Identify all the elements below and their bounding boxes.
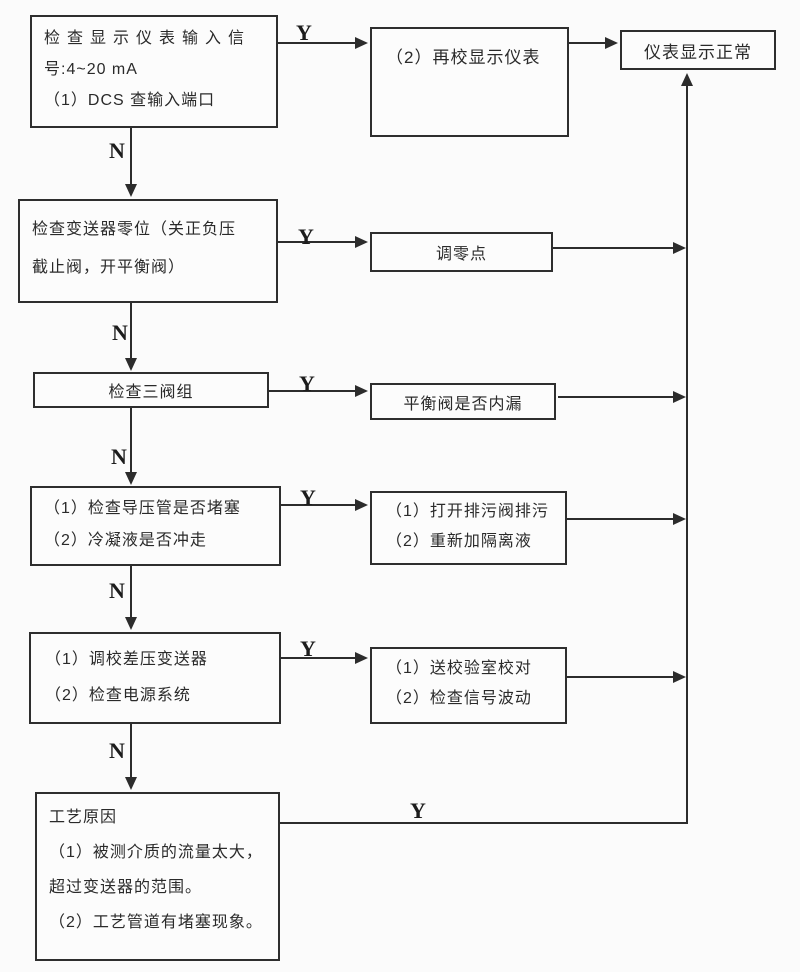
- node-text: 超过变送器的范围。: [49, 879, 203, 896]
- node-text: 仪表显示正常: [644, 42, 752, 62]
- label-no-5: N: [109, 738, 125, 763]
- node-text: （1）DCS 查输入端口: [44, 92, 216, 109]
- node-check-three-valve-manifold: 检查三阀组: [33, 372, 269, 408]
- label-yes-4: Y: [300, 485, 316, 510]
- label-no-4: N: [109, 578, 125, 603]
- node-text: 检查变送器零位（关正负压: [32, 221, 237, 238]
- node-text: （2）检查电源系统: [45, 687, 191, 704]
- label-yes-1: Y: [296, 20, 312, 45]
- label-yes-2: Y: [298, 224, 314, 249]
- node-text: （1）被测介质的流量太大，: [49, 844, 263, 861]
- node-text: （2）冷凝液是否冲走: [44, 532, 207, 549]
- node-text: （2）重新加隔离液: [386, 533, 532, 550]
- label-yes-3: Y: [299, 371, 315, 396]
- node-text: 调零点: [435, 246, 487, 263]
- node-text: （1）检查导压管是否堵塞: [44, 500, 241, 517]
- node-recalibrate-display: （2）再校显示仪表: [370, 27, 569, 137]
- label-no-1: N: [109, 138, 125, 163]
- label-no-2: N: [112, 320, 128, 345]
- node-check-transmitter-zero: 检查变送器零位（关正负压 截止阀，开平衡阀）: [18, 199, 278, 303]
- node-text: （1）调校差压变送器: [45, 651, 208, 668]
- node-text: 号:4~20 mA: [44, 61, 138, 78]
- node-check-impulse-lines: （1）检查导压管是否堵塞 （2）冷凝液是否冲走: [30, 486, 281, 566]
- node-calibrate-transmitter: （1）调校差压变送器 （2）检查电源系统: [29, 632, 281, 724]
- label-yes-5: Y: [300, 636, 316, 661]
- node-drain-and-refill: （1）打开排污阀排污 （2）重新加隔离液: [370, 491, 567, 565]
- label-yes-6: Y: [410, 798, 426, 823]
- node-check-display-input: 检查显示仪表输入信 号:4~20 mA （1）DCS 查输入端口: [30, 15, 278, 128]
- node-text: 平衡阀是否内漏: [403, 395, 523, 413]
- label-no-3: N: [111, 444, 127, 469]
- node-text: 截止阀，开平衡阀）: [32, 259, 186, 276]
- node-text: （1）送校验室校对: [386, 660, 532, 677]
- node-text: 检查显示仪表输入信: [44, 30, 252, 47]
- node-text: 工艺原因: [49, 809, 118, 826]
- node-text: （2）再校显示仪表: [386, 48, 541, 67]
- node-process-cause: 工艺原因 （1）被测介质的流量太大， 超过变送器的范围。 （2）工艺管道有堵塞现…: [35, 792, 280, 961]
- node-text: （2）工艺管道有堵塞现象。: [49, 914, 263, 931]
- node-adjust-zero: 调零点: [370, 232, 553, 272]
- node-text: （2）检查信号波动: [386, 690, 532, 707]
- node-text: 检查三阀组: [108, 384, 194, 401]
- node-text: （1）打开排污阀排污: [386, 503, 549, 520]
- node-balance-valve-leak: 平衡阀是否内漏: [370, 383, 556, 420]
- node-display-normal: 仪表显示正常: [620, 30, 776, 70]
- node-send-to-lab: （1）送校验室校对 （2）检查信号波动: [370, 647, 567, 724]
